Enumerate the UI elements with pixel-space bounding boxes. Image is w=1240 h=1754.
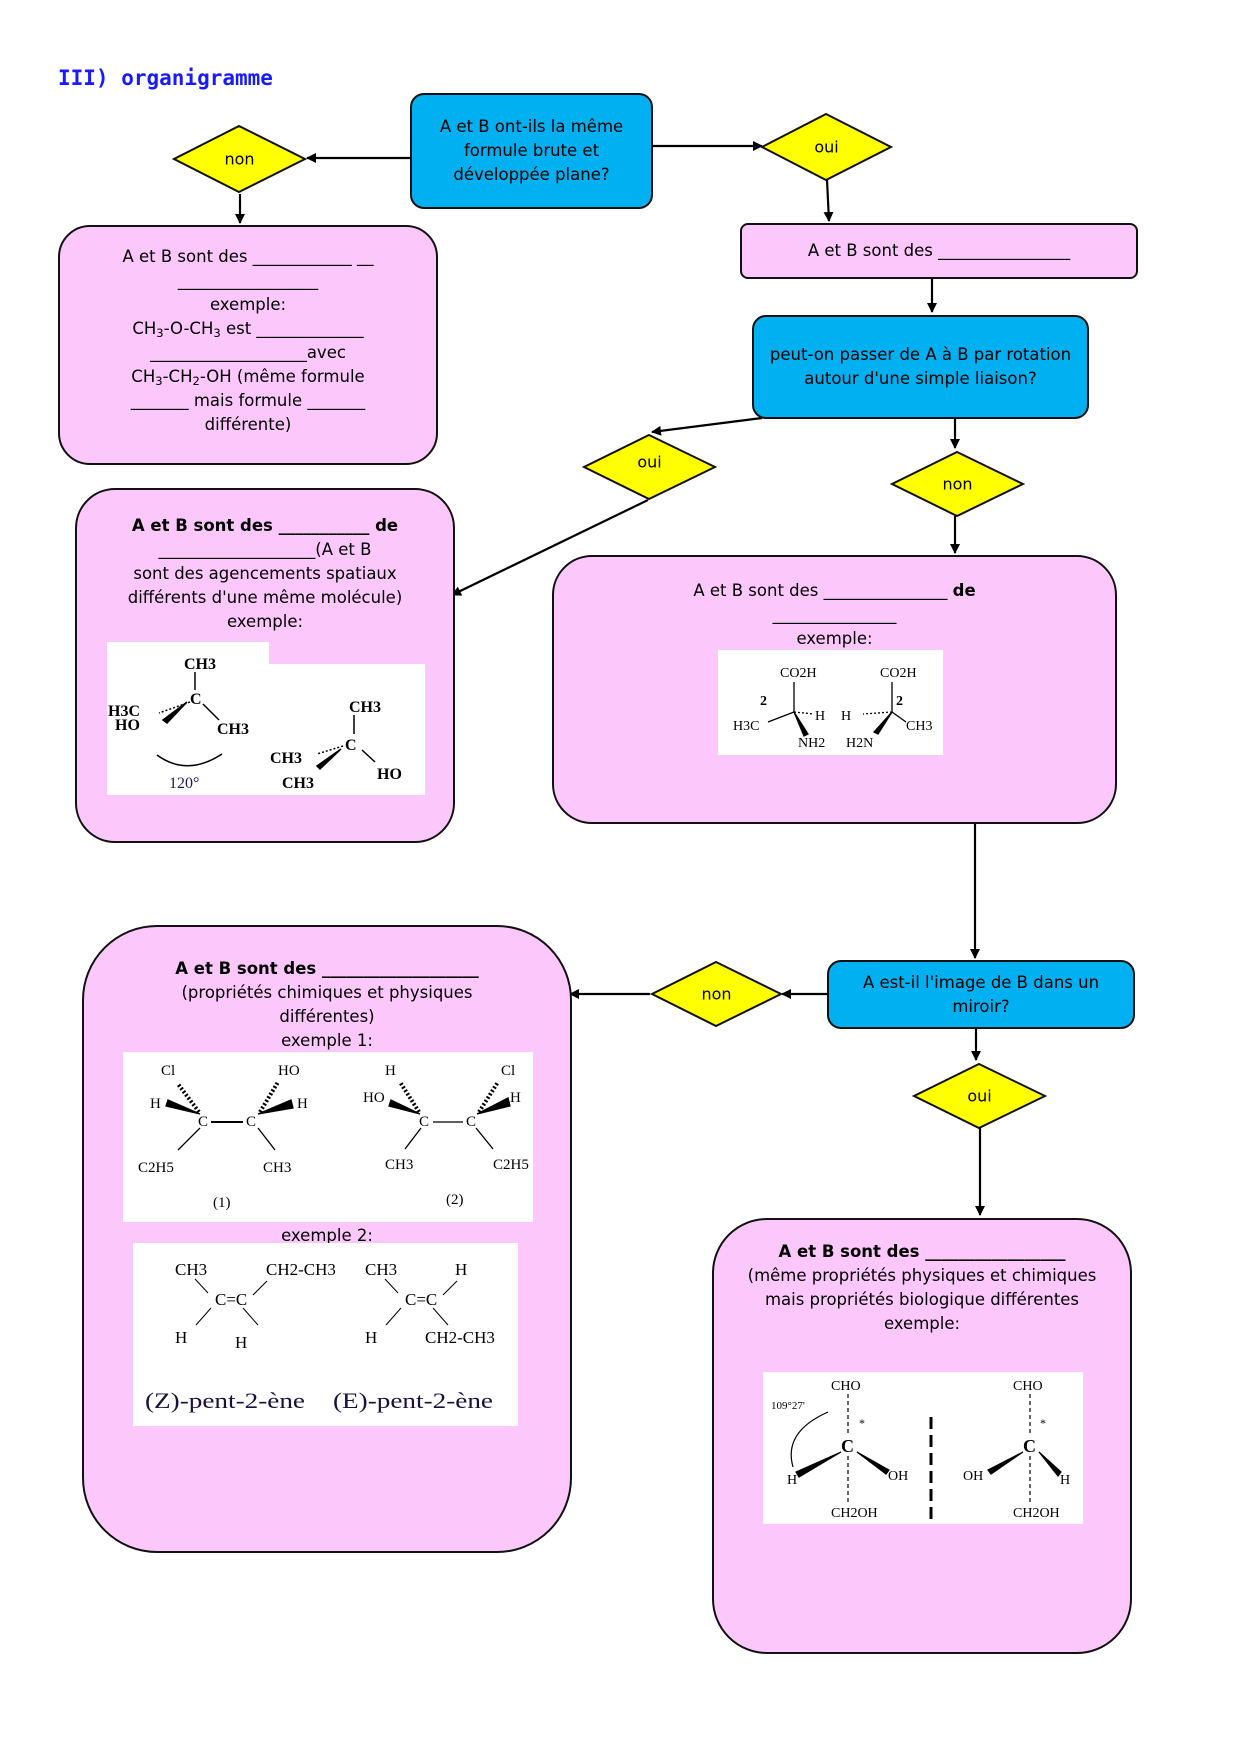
svg-text:C: C bbox=[246, 1114, 256, 1130]
question-same-formula: A et B ont-ils la même formule brute et … bbox=[410, 93, 653, 209]
svg-text:Cl: Cl bbox=[161, 1063, 175, 1079]
question-mirror-image: A est-il l'image de B dans un miroir? bbox=[827, 960, 1135, 1029]
question-rotation: peut-on passer de A à B par rotation aut… bbox=[752, 315, 1089, 419]
svg-text:CH3: CH3 bbox=[175, 1260, 207, 1279]
svg-text:109°27': 109°27' bbox=[771, 1400, 805, 1412]
svg-text:C: C bbox=[198, 1114, 208, 1130]
mol-b-right: HO bbox=[377, 766, 402, 783]
result-stereoisomers: A et B sont des ________________ bbox=[740, 223, 1138, 279]
mol-c-right: H bbox=[815, 709, 825, 724]
arrow-oui-to-conformation bbox=[451, 499, 649, 596]
svg-text:C: C bbox=[466, 1114, 476, 1130]
formula-dimethyl-ether: CH3-O-CH3 est _____________ bbox=[132, 319, 364, 340]
mol-d-top: CO2H bbox=[880, 666, 917, 681]
svg-text:CH2-CH3: CH2-CH3 bbox=[266, 1260, 336, 1279]
image-diastereo-example-2: CH3 CH2-CH3 C=C H H CH3 H C=C H CH2-CH3 … bbox=[133, 1243, 518, 1426]
svg-text:*: * bbox=[859, 1416, 865, 1430]
svg-text:HO: HO bbox=[363, 1090, 385, 1106]
mol-a-left2: HO bbox=[115, 717, 140, 734]
image-enantiomer-example: CHO 109°27' * C H OH CH2OH CHO * C OH H … bbox=[763, 1372, 1083, 1524]
mol-a-center: C bbox=[190, 691, 202, 708]
image-diastereo-example-1: Cl H C C HO H C2H5 CH3 (1) H HO C C Cl H… bbox=[123, 1052, 533, 1222]
svg-text:H: H bbox=[455, 1260, 467, 1279]
mol-b-top: CH3 bbox=[349, 699, 381, 716]
svg-text:H: H bbox=[235, 1333, 247, 1352]
svg-text:H: H bbox=[787, 1473, 797, 1488]
mol-d-right: CH3 bbox=[906, 719, 932, 734]
e-isomer-name: (E)-pent-2-ène bbox=[333, 1388, 493, 1413]
svg-text:H: H bbox=[150, 1096, 161, 1112]
svg-text:C2H5: C2H5 bbox=[493, 1157, 529, 1173]
mol-c-bottom: NH2 bbox=[798, 736, 825, 751]
decision-non-3: non bbox=[650, 960, 783, 1028]
decision-oui-2: oui bbox=[582, 433, 717, 501]
result-constitution-isomers: A et B sont des ____________ __ ________… bbox=[58, 225, 438, 465]
mol-d-num: 2 bbox=[896, 694, 903, 709]
svg-text:H: H bbox=[297, 1096, 308, 1112]
svg-text:CH2OH: CH2OH bbox=[831, 1506, 878, 1521]
arrow-q2-to-oui bbox=[651, 416, 763, 436]
mol-d-bottom: H2N bbox=[846, 736, 873, 751]
svg-text:H: H bbox=[175, 1328, 187, 1347]
mol-a-left1: H3C bbox=[108, 703, 140, 720]
svg-text:(1): (1) bbox=[213, 1195, 231, 1211]
mol-c-top: CO2H bbox=[780, 666, 817, 681]
svg-text:H: H bbox=[510, 1090, 521, 1106]
svg-text:CH3: CH3 bbox=[385, 1157, 413, 1173]
angle-label: 120° bbox=[169, 775, 199, 792]
decision-non-2: non bbox=[890, 450, 1025, 518]
svg-text:Cl: Cl bbox=[501, 1063, 515, 1079]
mol-c-num: 2 bbox=[760, 694, 767, 709]
decision-oui-3: oui bbox=[912, 1062, 1047, 1130]
svg-text:CHO: CHO bbox=[831, 1379, 861, 1394]
svg-text:C2H5: C2H5 bbox=[138, 1160, 174, 1176]
result-diastereoisomers: A et B sont des ___________________ (pro… bbox=[82, 925, 572, 1553]
mol-a-right: CH3 bbox=[217, 721, 249, 738]
mol-c-left: H3C bbox=[733, 719, 759, 734]
svg-text:H: H bbox=[365, 1328, 377, 1347]
svg-text:CH2OH: CH2OH bbox=[1013, 1506, 1060, 1521]
decision-non-1: non bbox=[172, 124, 307, 194]
svg-text:C: C bbox=[841, 1436, 854, 1456]
image-conformation-example: CH3 C H3C HO CH3 CH3 C CH3 CH3 HO 120° bbox=[107, 642, 425, 795]
svg-text:(2): (2) bbox=[446, 1192, 464, 1208]
svg-text:H: H bbox=[1060, 1473, 1070, 1488]
svg-text:C: C bbox=[1023, 1436, 1036, 1456]
image-configuration-example: CO2H 2 H3C H NH2 CO2H 2 H CH3 H2N bbox=[718, 650, 943, 755]
decision-oui-1: oui bbox=[760, 112, 893, 182]
svg-text:OH: OH bbox=[888, 1469, 908, 1484]
svg-text:C=C: C=C bbox=[405, 1290, 437, 1309]
mol-b-left2: CH3 bbox=[282, 775, 314, 792]
section-title: III) organigramme bbox=[58, 66, 273, 90]
mol-a-top: CH3 bbox=[184, 656, 216, 673]
formula-ethanol: CH3-CH2-OH (même formule bbox=[131, 367, 365, 388]
svg-text:CHO: CHO bbox=[1013, 1379, 1043, 1394]
mol-b-left1: CH3 bbox=[270, 750, 302, 767]
arrow-oui-to-stereo bbox=[823, 179, 834, 222]
mol-b-center: C bbox=[345, 737, 357, 754]
svg-text:C=C: C=C bbox=[215, 1290, 247, 1309]
svg-text:CH2-CH3: CH2-CH3 bbox=[425, 1328, 495, 1347]
mol-d-left: H bbox=[841, 709, 851, 724]
svg-text:C: C bbox=[419, 1114, 429, 1130]
svg-text:CH3: CH3 bbox=[365, 1260, 397, 1279]
svg-text:*: * bbox=[1040, 1416, 1046, 1430]
svg-text:OH: OH bbox=[963, 1469, 983, 1484]
svg-text:CH3: CH3 bbox=[263, 1160, 291, 1176]
svg-text:H: H bbox=[385, 1063, 396, 1079]
z-isomer-name: (Z)-pent-2-ène bbox=[145, 1388, 305, 1413]
svg-text:HO: HO bbox=[278, 1063, 300, 1079]
